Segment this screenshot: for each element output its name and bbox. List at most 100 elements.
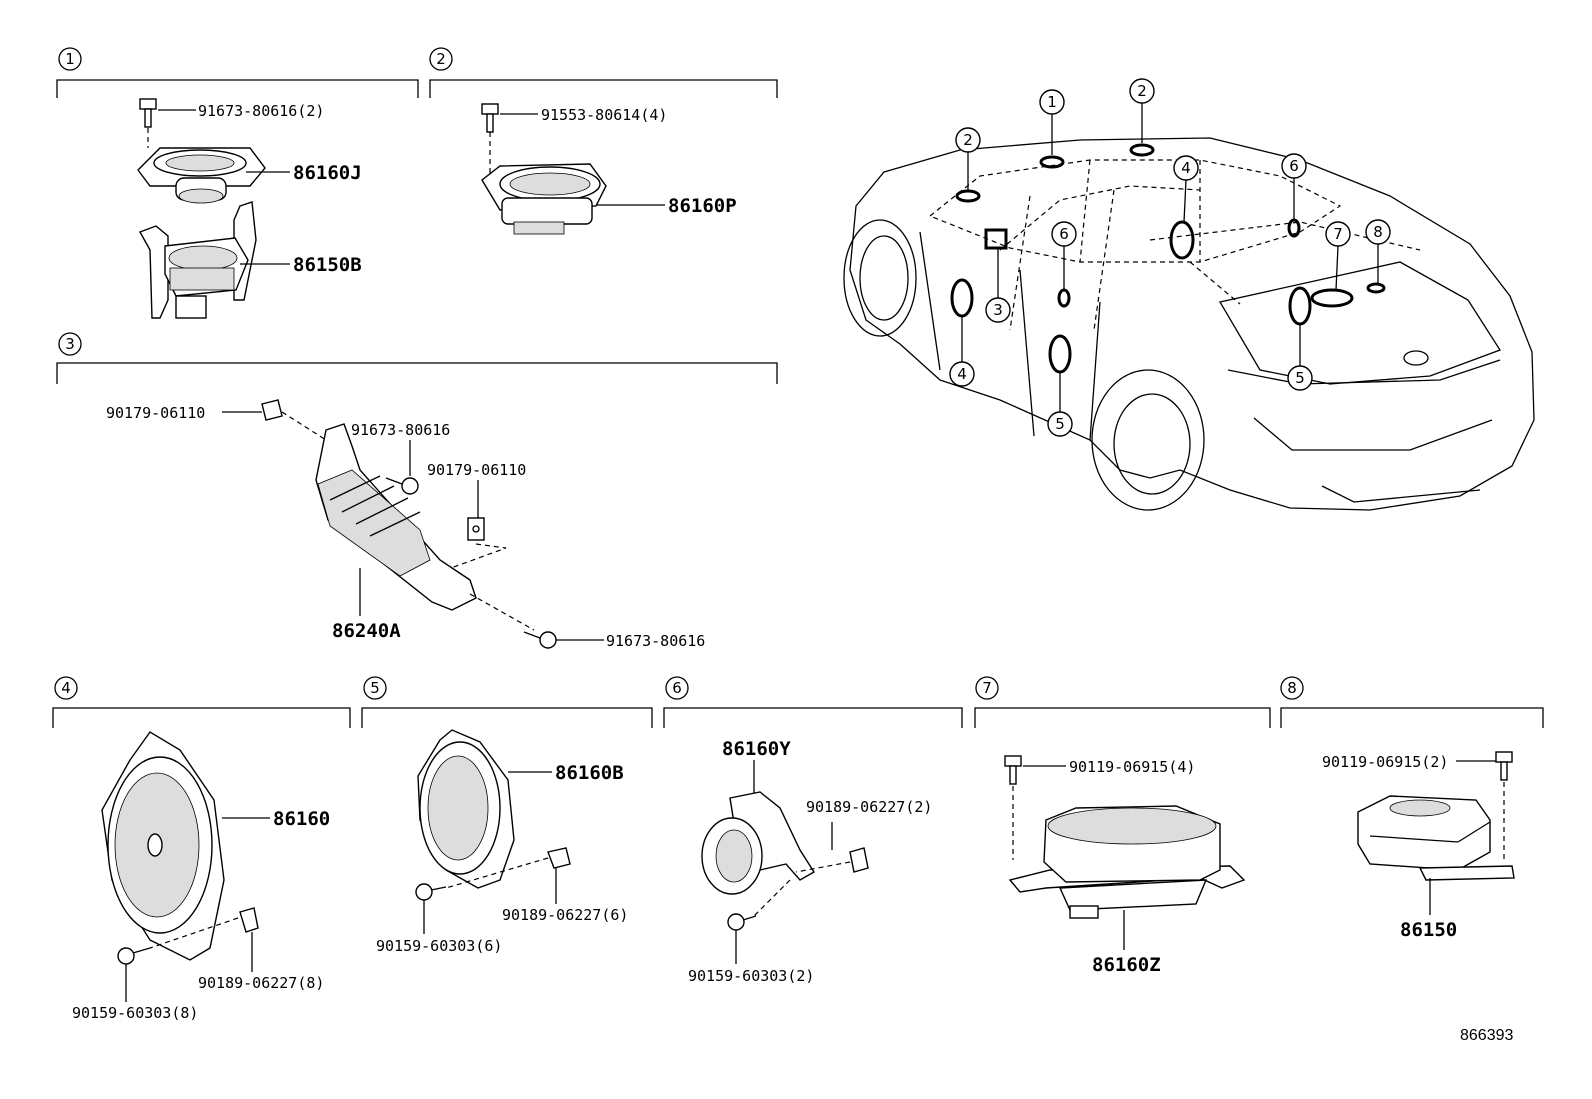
part-label-90189-06227-8: 90189-06227(8): [198, 974, 324, 992]
screw-icon: [385, 477, 419, 495]
part-label-90189-06227-6: 90189-06227(6): [502, 906, 628, 924]
speaker-location-marker: [1039, 155, 1065, 169]
car-callout-5b: 5: [1287, 365, 1313, 391]
group-2-parts: 91553-80614(4) 86160P: [481, 103, 737, 235]
clip-icon: [849, 847, 869, 873]
speaker-86160Y-icon: [701, 791, 815, 895]
group-1-number: 1: [65, 50, 75, 68]
group-4-header: 4: [52, 676, 351, 728]
svg-text:2: 2: [1137, 82, 1147, 100]
group-8-header: 8: [1280, 676, 1544, 728]
group-7-header: 7: [974, 676, 1271, 728]
part-label-90189-06227-2: 90189-06227(2): [806, 798, 932, 816]
screw-icon: [481, 103, 499, 133]
part-label-86150B: 86150B: [293, 254, 362, 276]
speaker-86160B-icon: [417, 729, 515, 889]
part-label-91673-80616-a: 91673-80616: [351, 421, 450, 439]
speaker-location-marker: [955, 189, 981, 203]
group-5-number: 5: [370, 679, 380, 697]
group-3-header: 3: [56, 332, 778, 384]
speaker-86160Z-icon: [1008, 805, 1246, 919]
speaker-location-marker: [1057, 288, 1071, 308]
group-6-number: 6: [672, 679, 682, 697]
speaker-86160J-icon: [137, 147, 266, 204]
svg-text:5: 5: [1295, 369, 1305, 387]
group-7-parts: 90119-06915(4) 86160Z: [1004, 755, 1246, 976]
part-label-90159-60303-8: 90159-60303(8): [72, 1004, 198, 1022]
group-6-parts: 86160Y 90189-06227(2) 90159-60303(2): [688, 738, 932, 985]
speaker-86160-icon: [101, 731, 225, 961]
group-2-header: 2: [429, 47, 778, 98]
speaker-location-marker: [1310, 288, 1354, 308]
part-label-90159-60303-2: 90159-60303(2): [688, 967, 814, 985]
unit-86150-icon: [1357, 795, 1515, 881]
part-label-90179-06110-b: 90179-06110: [427, 461, 526, 479]
svg-text:4: 4: [957, 365, 967, 383]
part-label-91673-80616-b: 91673-80616: [606, 632, 705, 650]
group-8-parts: 90119-06915(2) 86150: [1322, 751, 1515, 941]
amplifier-86240A-icon: [315, 423, 477, 611]
speaker-location-marker: [1169, 220, 1195, 260]
bracket-86150B-icon: [138, 201, 257, 319]
group-4-number: 4: [61, 679, 71, 697]
speaker-location-marker: [1366, 282, 1386, 294]
car-callout-2b: 2: [955, 127, 981, 153]
svg-text:1: 1: [1047, 93, 1057, 111]
speaker-location-marker: [1129, 143, 1155, 157]
screw-icon: [727, 913, 757, 931]
svg-text:3: 3: [993, 301, 1003, 319]
svg-text:6: 6: [1059, 225, 1069, 243]
car-callout-6b: 6: [1051, 221, 1077, 247]
car-callout-4b: 4: [949, 361, 975, 387]
group-7-number: 7: [982, 679, 992, 697]
speaker-location-marker: [1288, 286, 1312, 326]
part-label-91673-80616-2: 91673-80616(2): [198, 102, 324, 120]
screw-icon: [1495, 751, 1513, 781]
group-6-header: 6: [663, 676, 963, 728]
svg-text:5: 5: [1055, 415, 1065, 433]
screw-icon: [415, 883, 447, 901]
clip-icon: [239, 907, 259, 933]
car-callout-3: 3: [985, 297, 1011, 323]
clip-icon: [547, 847, 571, 869]
svg-text:2: 2: [963, 131, 973, 149]
part-label-90159-60303-6: 90159-60303(6): [376, 937, 502, 955]
car-callout-2a: 2: [1129, 78, 1155, 104]
part-label-86160J: 86160J: [293, 162, 362, 184]
part-label-86240A: 86240A: [332, 620, 401, 642]
car-callout-4a: 4: [1173, 155, 1199, 181]
group-2-number: 2: [436, 50, 446, 68]
group-4-parts: 86160 90189-06227(8) 90159-60303(8): [72, 731, 330, 1022]
part-label-90119-06915-4: 90119-06915(4): [1069, 758, 1195, 776]
part-label-86160P: 86160P: [668, 195, 737, 217]
car-illustration: 1 2 2 4 6 6 7 8: [843, 78, 1535, 511]
svg-text:8: 8: [1373, 223, 1383, 241]
group-3-number: 3: [65, 335, 75, 353]
part-label-90179-06110-a: 90179-06110: [106, 404, 205, 422]
car-callout-5a: 5: [1047, 411, 1073, 437]
clip-icon: [261, 399, 283, 421]
group-5-header: 5: [361, 676, 653, 728]
group-5-parts: 86160B 90189-06227(6) 90159-60303(6): [376, 729, 628, 955]
svg-text:6: 6: [1289, 157, 1299, 175]
screw-icon: [523, 631, 557, 649]
part-label-86150: 86150: [1400, 919, 1457, 941]
clip-icon: [467, 517, 485, 541]
screw-icon: [117, 947, 151, 965]
speaker-location-marker: [950, 278, 974, 318]
car-callout-6a: 6: [1281, 153, 1307, 179]
screw-icon: [1004, 755, 1022, 785]
group-1-header: 1: [56, 47, 419, 98]
svg-text:4: 4: [1181, 159, 1191, 177]
group-8-number: 8: [1287, 679, 1297, 697]
part-label-86160Y: 86160Y: [722, 738, 791, 760]
speaker-location-marker: [1048, 334, 1072, 374]
svg-text:7: 7: [1333, 225, 1343, 243]
part-label-91553-80614-4: 91553-80614(4): [541, 106, 667, 124]
part-label-86160Z: 86160Z: [1092, 954, 1161, 976]
part-label-86160: 86160: [273, 808, 330, 830]
speaker-86160P-icon: [481, 163, 607, 235]
group-1-parts: 91673-80616(2) 86160J 86150B: [137, 98, 362, 319]
car-callout-8: 8: [1365, 219, 1391, 245]
